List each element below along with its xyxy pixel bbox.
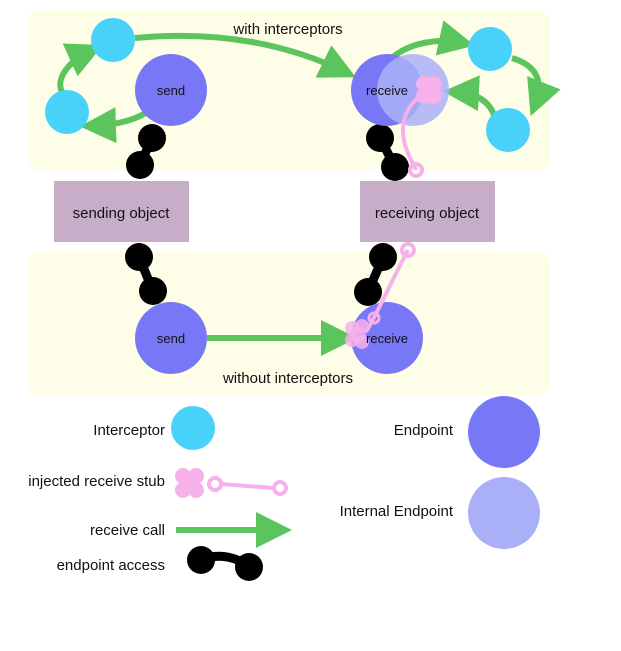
legend-endpoint-icon xyxy=(468,396,540,468)
send-endpoint-top xyxy=(135,54,207,126)
internal-endpoint-top xyxy=(377,54,449,126)
receive-call-arrow-4 xyxy=(390,20,475,61)
endpoint-access-receive-bottom xyxy=(354,243,397,306)
sending-object-label: sending object xyxy=(73,205,171,222)
interceptor-4 xyxy=(486,108,530,152)
legend-internal-endpoint-label: Internal Endpoint xyxy=(340,503,454,520)
interceptor-1 xyxy=(91,18,135,62)
interceptor-2 xyxy=(45,90,89,134)
receive-call-arrow-5 xyxy=(511,55,561,117)
send-label-bottom: send xyxy=(157,331,185,346)
endpoint-access-receive-top xyxy=(366,124,409,181)
legend-endpoint-label: Endpoint xyxy=(394,422,454,439)
legend-interceptor-label: Interceptor xyxy=(93,422,165,439)
receive-label-top: receive xyxy=(366,83,408,98)
injected-stub-bottom xyxy=(345,242,416,349)
legend-receive-call-label: receive call xyxy=(90,522,165,539)
legend-stub-label: injected receive stub xyxy=(28,473,165,490)
legend-stub-icon xyxy=(175,468,288,498)
endpoint-access-send-bottom xyxy=(125,243,167,305)
endpoint-access-send-top xyxy=(126,124,166,179)
receive-label-bottom: receive xyxy=(366,331,408,346)
send-label-top: send xyxy=(157,83,185,98)
send-endpoint-bottom xyxy=(135,302,207,374)
injected-stub-top xyxy=(401,76,442,178)
receive-call-arrow-3 xyxy=(134,32,356,78)
legend-internal-endpoint-icon xyxy=(468,477,540,549)
legend-endpoint-access-label: endpoint access xyxy=(57,557,165,574)
legend-interceptor-icon xyxy=(171,406,215,450)
interceptor-3 xyxy=(468,27,512,71)
receiving-object-box xyxy=(360,181,495,242)
receiving-object-label: receiving object xyxy=(375,205,480,222)
without-interceptors-label: without interceptors xyxy=(222,370,353,387)
receive-call-arrow-2 xyxy=(57,43,103,94)
with-interceptors-label: with interceptors xyxy=(232,21,342,38)
sending-object-box xyxy=(54,181,189,242)
legend-endpoint-access-icon xyxy=(187,546,263,581)
